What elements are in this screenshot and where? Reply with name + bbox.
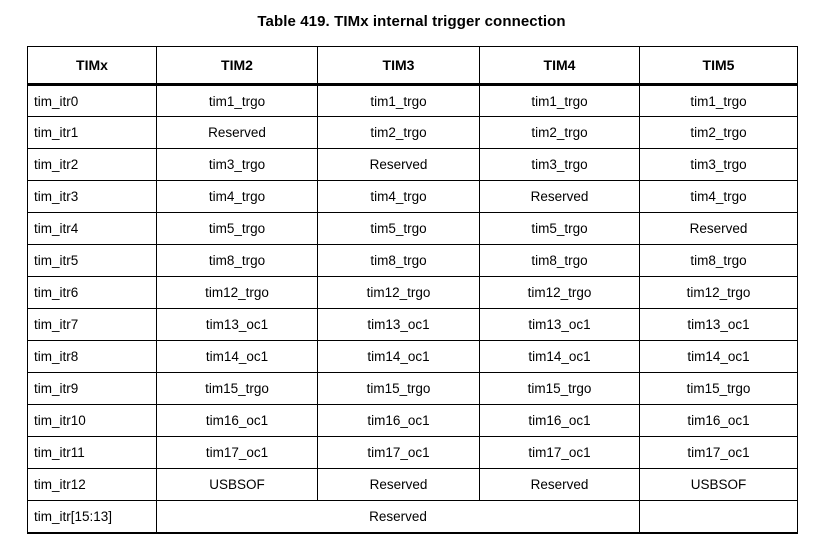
- row-label: tim_itr11: [27, 436, 157, 469]
- table-cell: tim13_oc1: [479, 308, 640, 341]
- table-cell: tim8_trgo: [317, 244, 480, 277]
- table-cell: tim4_trgo: [156, 180, 318, 213]
- table-cell: Reserved: [317, 468, 480, 501]
- table-cell: tim12_trgo: [639, 276, 798, 309]
- table-cell: tim17_oc1: [156, 436, 318, 469]
- table-cell: tim4_trgo: [639, 180, 798, 213]
- table-cell: tim5_trgo: [317, 212, 480, 245]
- row-label: tim_itr2: [27, 148, 157, 181]
- table-cell: tim15_trgo: [156, 372, 318, 405]
- row-label: tim_itr1: [27, 116, 157, 149]
- table-cell: tim2_trgo: [317, 116, 480, 149]
- table-cell: USBSOF: [639, 468, 798, 501]
- table-header: TIMx TIM2 TIM3 TIM4 TIM5: [27, 46, 798, 86]
- table-cell: tim13_oc1: [317, 308, 480, 341]
- table-cell: tim13_oc1: [639, 308, 798, 341]
- table-cell: tim3_trgo: [639, 148, 798, 181]
- table-row: tim_itr9 tim15_trgo tim15_trgo tim15_trg…: [27, 372, 798, 405]
- table-cell: tim16_oc1: [156, 404, 318, 437]
- table-cell: tim17_oc1: [639, 436, 798, 469]
- table-row: tim_itr8 tim14_oc1 tim14_oc1 tim14_oc1 t…: [27, 340, 798, 373]
- column-header-tim3: TIM3: [317, 46, 480, 86]
- table-cell: tim8_trgo: [156, 244, 318, 277]
- trigger-connection-table: TIMx TIM2 TIM3 TIM4 TIM5 tim_itr0 tim1_t…: [27, 46, 798, 534]
- table-cell: tim1_trgo: [317, 84, 480, 117]
- table-row: tim_itr7 tim13_oc1 tim13_oc1 tim13_oc1 t…: [27, 308, 798, 341]
- table-row: tim_itr5 tim8_trgo tim8_trgo tim8_trgo t…: [27, 244, 798, 277]
- table-cell: tim8_trgo: [479, 244, 640, 277]
- table-cell: tim16_oc1: [639, 404, 798, 437]
- row-label: tim_itr7: [27, 308, 157, 341]
- table-cell: tim12_trgo: [317, 276, 480, 309]
- table-cell: tim1_trgo: [156, 84, 318, 117]
- table-body: tim_itr0 tim1_trgo tim1_trgo tim1_trgo t…: [27, 84, 798, 534]
- table-row: tim_itr10 tim16_oc1 tim16_oc1 tim16_oc1 …: [27, 404, 798, 437]
- table-cell: tim1_trgo: [479, 84, 640, 117]
- row-label: tim_itr5: [27, 244, 157, 277]
- table-cell: tim3_trgo: [479, 148, 640, 181]
- table-cell: tim4_trgo: [317, 180, 480, 213]
- table-cell: tim13_oc1: [156, 308, 318, 341]
- table-cell: tim2_trgo: [639, 116, 798, 149]
- table-cell: tim14_oc1: [317, 340, 480, 373]
- table-cell: Reserved: [479, 468, 640, 501]
- table-cell: tim3_trgo: [156, 148, 318, 181]
- table-row: tim_itr11 tim17_oc1 tim17_oc1 tim17_oc1 …: [27, 436, 798, 469]
- table-cell: tim14_oc1: [639, 340, 798, 373]
- table-cell: tim16_oc1: [317, 404, 480, 437]
- table-cell: tim14_oc1: [479, 340, 640, 373]
- table-cell: tim14_oc1: [156, 340, 318, 373]
- column-header-tim4: TIM4: [479, 46, 640, 86]
- table-cell: tim5_trgo: [156, 212, 318, 245]
- table-row-merged: tim_itr[15:13] Reserved: [27, 500, 798, 534]
- row-label: tim_itr12: [27, 468, 157, 501]
- table-cell: tim17_oc1: [317, 436, 480, 469]
- column-header-tim5: TIM5: [639, 46, 798, 86]
- row-label: tim_itr3: [27, 180, 157, 213]
- table-cell: Reserved: [317, 148, 480, 181]
- row-label: tim_itr0: [27, 84, 157, 117]
- table-cell: tim12_trgo: [156, 276, 318, 309]
- row-label: tim_itr9: [27, 372, 157, 405]
- table-cell: tim8_trgo: [639, 244, 798, 277]
- table-row: tim_itr0 tim1_trgo tim1_trgo tim1_trgo t…: [27, 84, 798, 117]
- table-row: tim_itr12 USBSOF Reserved Reserved USBSO…: [27, 468, 798, 501]
- table-cell: Reserved: [639, 212, 798, 245]
- table-cell: tim15_trgo: [317, 372, 480, 405]
- column-header-timx: TIMx: [27, 46, 157, 86]
- merged-reserved-cell: Reserved: [156, 500, 640, 534]
- table-title: Table 419. TIMx internal trigger connect…: [257, 13, 566, 30]
- table-row: tim_itr1 Reserved tim2_trgo tim2_trgo ti…: [27, 116, 798, 149]
- row-label: tim_itr[15:13]: [27, 500, 157, 534]
- row-label: tim_itr10: [27, 404, 157, 437]
- table-cell: tim15_trgo: [479, 372, 640, 405]
- table-cell: tim5_trgo: [479, 212, 640, 245]
- table-cell: tim16_oc1: [479, 404, 640, 437]
- table-row: tim_itr4 tim5_trgo tim5_trgo tim5_trgo R…: [27, 212, 798, 245]
- empty-cell: [639, 500, 798, 534]
- table-cell: tim12_trgo: [479, 276, 640, 309]
- table-cell: USBSOF: [156, 468, 318, 501]
- table-row: tim_itr6 tim12_trgo tim12_trgo tim12_trg…: [27, 276, 798, 309]
- header-row: TIMx TIM2 TIM3 TIM4 TIM5: [27, 46, 798, 86]
- table-row: tim_itr3 tim4_trgo tim4_trgo Reserved ti…: [27, 180, 798, 213]
- table-cell: tim1_trgo: [639, 84, 798, 117]
- table-cell: tim17_oc1: [479, 436, 640, 469]
- row-label: tim_itr6: [27, 276, 157, 309]
- table-cell: tim2_trgo: [479, 116, 640, 149]
- row-label: tim_itr4: [27, 212, 157, 245]
- table-cell: tim15_trgo: [639, 372, 798, 405]
- table-cell: Reserved: [156, 116, 318, 149]
- column-header-tim2: TIM2: [156, 46, 318, 86]
- table-cell: Reserved: [479, 180, 640, 213]
- table-row: tim_itr2 tim3_trgo Reserved tim3_trgo ti…: [27, 148, 798, 181]
- row-label: tim_itr8: [27, 340, 157, 373]
